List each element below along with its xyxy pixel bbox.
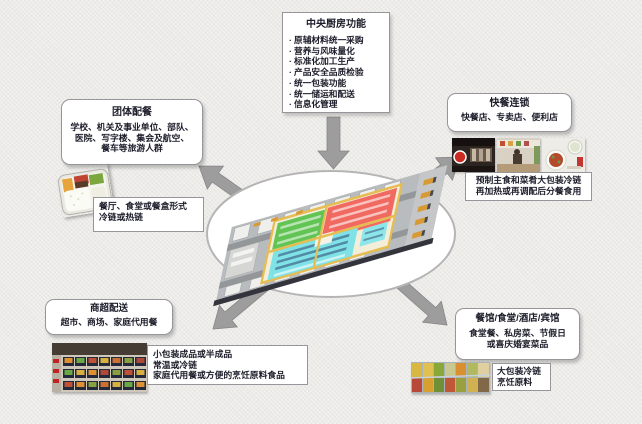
- fast-food-note: 预制主食和菜肴大包装冷链 再加热或再调配后分餐食用: [465, 172, 592, 201]
- restaurant-box: 餐馆/食堂/酒店/宾馆 食堂餐、私房菜、节假日 或喜庆婚宴菜品: [455, 308, 580, 360]
- restaurant-note: 大包装冷链 烹饪原料: [492, 363, 551, 391]
- supermarket-ready-meals-photo: [52, 343, 147, 392]
- supermarket-title: 商超配送: [89, 303, 128, 314]
- food-court-counter-photo: [497, 138, 540, 172]
- group-catering-box: 团体配餐 学校、机关及事业单位、部队、 医院、写字楼、集会及航空、 餐车等旅游人…: [61, 99, 203, 165]
- arrow-down: [317, 116, 350, 170]
- fast-food-photo-strip: [452, 138, 585, 172]
- function-item: ·统一储运和配送: [289, 88, 355, 99]
- bento-meal-photo: [56, 163, 115, 218]
- functions-title: 中央厨房功能: [306, 19, 366, 30]
- function-item: ·标准化加工生产: [289, 56, 355, 67]
- group-catering-title: 团体配餐: [112, 107, 152, 118]
- function-item: ·原辅材料统一采购: [289, 35, 364, 45]
- central-kitchen-illustration: [213, 165, 448, 307]
- fast-food-box: 快餐连锁 快餐店、专卖店、便利店: [447, 93, 572, 132]
- supermarket-box: 商超配送 超市、商场、家庭代用餐: [45, 299, 173, 335]
- central-kitchen-functions-box: 中央厨房功能 ·原辅材料统一采购 ·营养与风味量化 ·标准化加工生产 ·产品安全…: [282, 12, 390, 113]
- fast-food-storefront-photo: [452, 138, 495, 172]
- restaurant-title: 餐馆/食堂/酒店/宾馆: [475, 313, 560, 324]
- functions-list: ·原辅材料统一采购 ·营养与风味量化 ·标准化加工生产 ·产品安全品质检验 ·统…: [283, 35, 389, 110]
- bulk-ingredient-bins-photo: [410, 362, 491, 393]
- function-item: ·营养与风味量化: [289, 45, 355, 56]
- fast-food-title: 快餐连锁: [489, 98, 530, 109]
- function-item: ·产品安全品质检验: [289, 67, 364, 78]
- plated-dishes-photo: [542, 138, 585, 172]
- supermarket-note: 小包装成品或半成品 常温或冷链 家庭代用餐或方便的烹饪原料食品: [147, 345, 308, 385]
- function-item: ·信息化管理: [289, 99, 338, 110]
- function-item: ·统一包装功能: [289, 77, 347, 88]
- group-catering-note: 餐厅、食堂或餐盒形式 冷链或热链: [93, 197, 204, 232]
